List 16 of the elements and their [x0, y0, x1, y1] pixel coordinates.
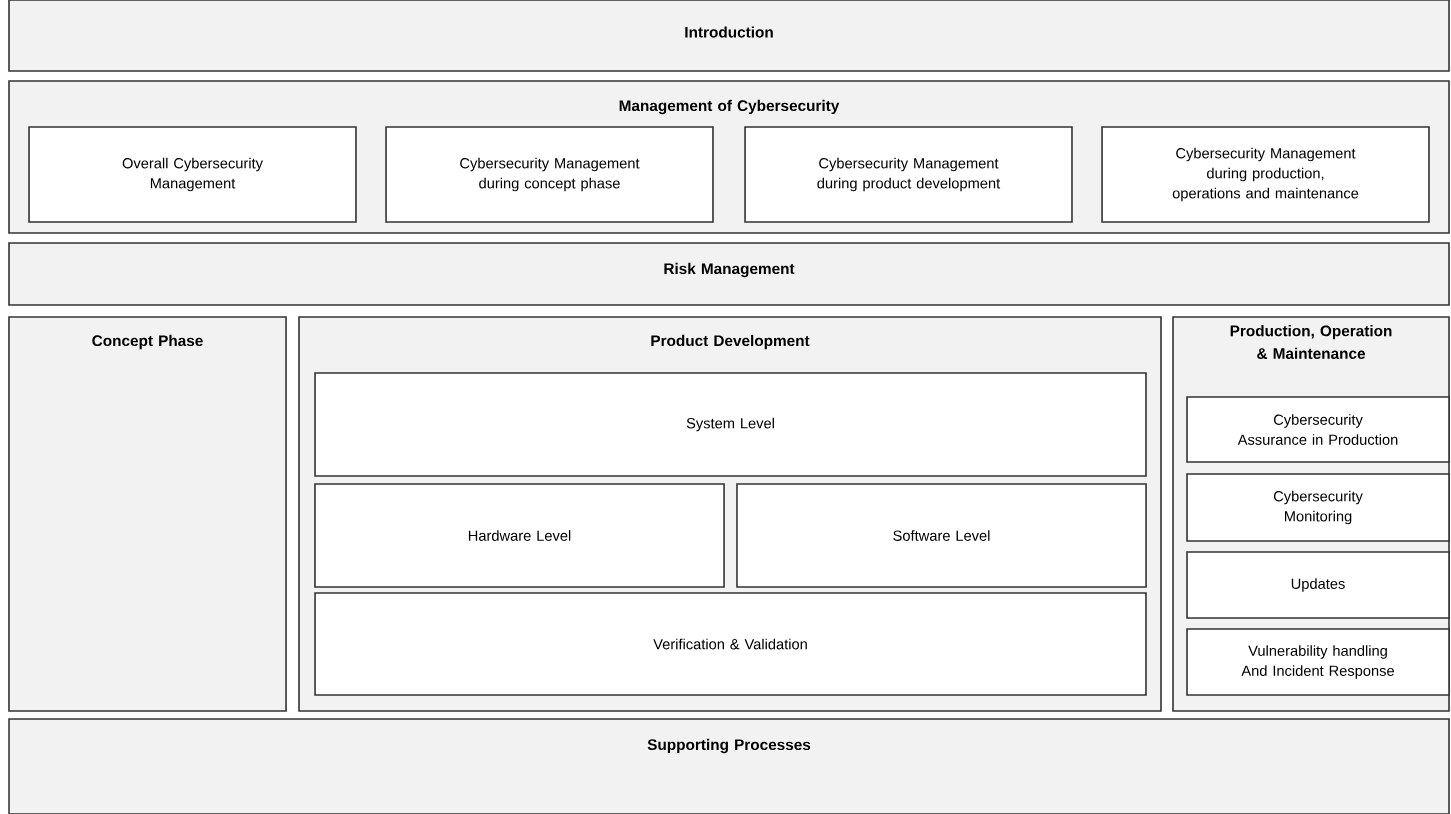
process-box: Verification & Validation [314, 592, 1147, 696]
process-box: Software Level [736, 483, 1147, 588]
process-box: Updates [1186, 551, 1450, 619]
section-box: Risk Management [8, 242, 1450, 306]
process-box: Hardware Level [314, 483, 725, 588]
section-box: Supporting Processes [8, 718, 1450, 814]
process-box: System Level [314, 372, 1147, 477]
section-box: Introduction [8, 0, 1450, 72]
process-box: Cybersecurity Management during product development [744, 126, 1073, 223]
section-box: Concept Phase [8, 316, 287, 712]
process-box: Cybersecurity Management during production, operations and maintenance [1101, 126, 1430, 223]
process-box: Cybersecurity Assurance in Production [1186, 396, 1450, 463]
process-box: Cybersecurity Management during concept phase [385, 126, 714, 223]
process-box: Overall Cybersecurity Management [28, 126, 357, 223]
process-box: Cybersecurity Monitoring [1186, 473, 1450, 542]
process-box: Vulnerability handling And Incident Response [1186, 628, 1450, 696]
